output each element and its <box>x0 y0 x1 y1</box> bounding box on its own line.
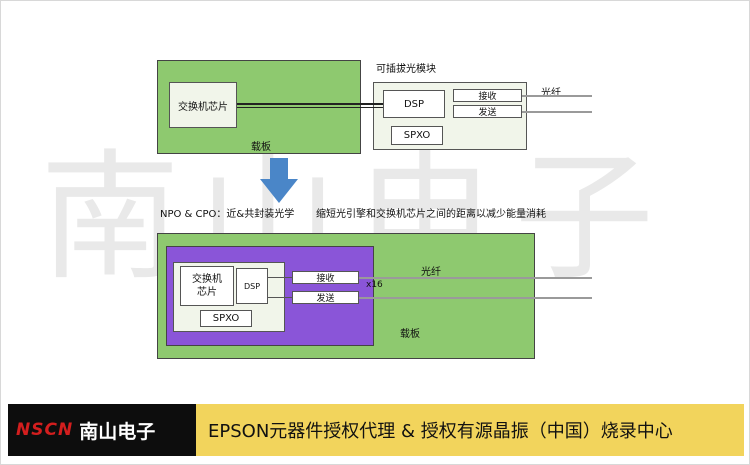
bottom-fiber-label: 光纤 <box>421 267 441 278</box>
top-chip-to-dsp-line-2 <box>237 107 383 108</box>
top-chip-to-dsp-line <box>237 103 383 105</box>
bottom-rx-box: 接收 <box>292 271 359 284</box>
top-spxo: SPXO <box>391 126 443 145</box>
pluggable-module-title: 可插拔光模块 <box>376 64 436 75</box>
npo-cpo-label: NPO & CPO：近&共封装光学 <box>160 209 295 220</box>
top-dsp: DSP <box>383 90 445 118</box>
top-carrier-label: 载板 <box>251 142 271 153</box>
multiplier-label: x16 <box>366 280 383 290</box>
top-switch-chip: 交换机芯片 <box>169 82 237 128</box>
bottom-switch-chip-label: 交换机 芯片 <box>192 274 222 298</box>
benefit-label: 缩短光引擎和交换机芯片之间的距离以减少能量消耗 <box>316 209 546 220</box>
bottom-switch-chip: 交换机 芯片 <box>180 266 234 306</box>
top-fiber-label: 光纤 <box>541 88 561 99</box>
bottom-fiber-line-rx <box>359 277 592 279</box>
logo-en-text: NSCN <box>16 420 74 440</box>
top-rx-box: 接收 <box>453 89 522 102</box>
company-logo: NSCN 南山电子 <box>8 404 196 456</box>
bottom-dsp: DSP <box>236 268 268 304</box>
footer-bar: NSCN 南山电子 EPSON元器件授权代理 & 授权有源晶振（中国）烧录中心 <box>8 404 744 456</box>
bottom-fiber-line-tx <box>359 297 592 299</box>
top-fiber-line-rx <box>522 95 592 97</box>
down-arrow-icon <box>260 158 298 203</box>
logo-cn-text: 南山电子 <box>79 420 156 443</box>
bottom-dsp-to-rx-line <box>268 277 292 278</box>
bottom-dsp-to-tx-line <box>268 297 292 298</box>
bottom-carrier-label: 载板 <box>400 329 420 340</box>
bottom-tx-box: 发送 <box>292 291 359 304</box>
bottom-spxo: SPXO <box>200 310 252 327</box>
footer-banner: EPSON元器件授权代理 & 授权有源晶振（中国）烧录中心 <box>196 404 744 456</box>
top-fiber-line-tx <box>522 111 592 113</box>
top-tx-box: 发送 <box>453 105 522 118</box>
